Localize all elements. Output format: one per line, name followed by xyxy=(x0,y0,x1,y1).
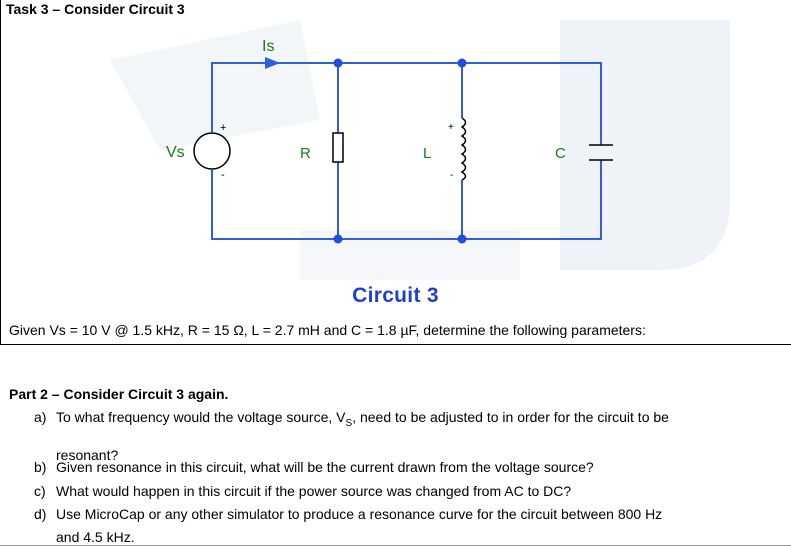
question-text: Use MicroCap or any other simulator to p… xyxy=(56,506,663,522)
circuit-caption: Circuit 3 xyxy=(352,284,439,307)
label-r: R xyxy=(300,145,311,162)
question-letter: d) xyxy=(34,506,47,522)
inductor-minus-sign: - xyxy=(450,170,453,181)
page-bottom-line xyxy=(0,545,791,546)
label-vs: Vs xyxy=(166,144,185,161)
voltage-source: + - xyxy=(193,122,231,181)
label-l: L xyxy=(423,145,431,162)
question-subscript: S xyxy=(345,417,353,429)
question-letter: c) xyxy=(34,483,46,499)
node-bottom-r xyxy=(333,234,343,244)
vs-minus-sign: - xyxy=(221,169,225,181)
label-c: C xyxy=(555,145,566,162)
question-b: b) Given resonance in this circuit, what … xyxy=(34,457,594,477)
resistor xyxy=(332,132,344,163)
part2-title: Part 2 – Consider Circuit 3 again. xyxy=(9,386,229,402)
question-c: c) What would happen in this circuit if t… xyxy=(34,481,571,501)
question-text: To what frequency would the voltage sour… xyxy=(56,409,346,425)
junction-nodes xyxy=(333,58,467,244)
inductor-plus-sign: + xyxy=(448,122,454,133)
capacitor xyxy=(589,144,613,161)
circuit-diagram: Is + - Vs R + - L C xyxy=(166,38,613,244)
question-text: What would happen in this circuit if the… xyxy=(56,483,572,499)
question-continuation: resonant? xyxy=(56,446,119,463)
task-title: Task 3 – Consider Circuit 3 xyxy=(6,1,185,17)
node-bottom-l xyxy=(457,234,467,244)
given-statement: Given Vs = 10 V @ 1.5 kHz, R = 15 Ω, L =… xyxy=(9,322,646,338)
node-top-l xyxy=(457,58,467,68)
question-letter: b) xyxy=(34,459,47,475)
question-text: Given resonance in this circuit, what wi… xyxy=(56,459,594,475)
circuit-wires xyxy=(211,62,602,240)
task-frame xyxy=(0,0,791,345)
label-is: Is xyxy=(262,38,274,55)
node-top-r xyxy=(333,58,343,68)
vs-plus-sign: + xyxy=(220,122,226,134)
question-d: d) Use MicroCap or any other simulator to… xyxy=(34,504,662,547)
question-continuation: and 4.5 kHz. xyxy=(56,529,135,545)
question-a: a) To what frequency would the voltage so… xyxy=(34,407,669,465)
question-letter: a) xyxy=(34,409,47,425)
current-arrow-icon xyxy=(265,57,280,69)
question-text-after: , need to be adjusted to in order for th… xyxy=(352,409,669,425)
inductor: + - xyxy=(448,117,467,181)
